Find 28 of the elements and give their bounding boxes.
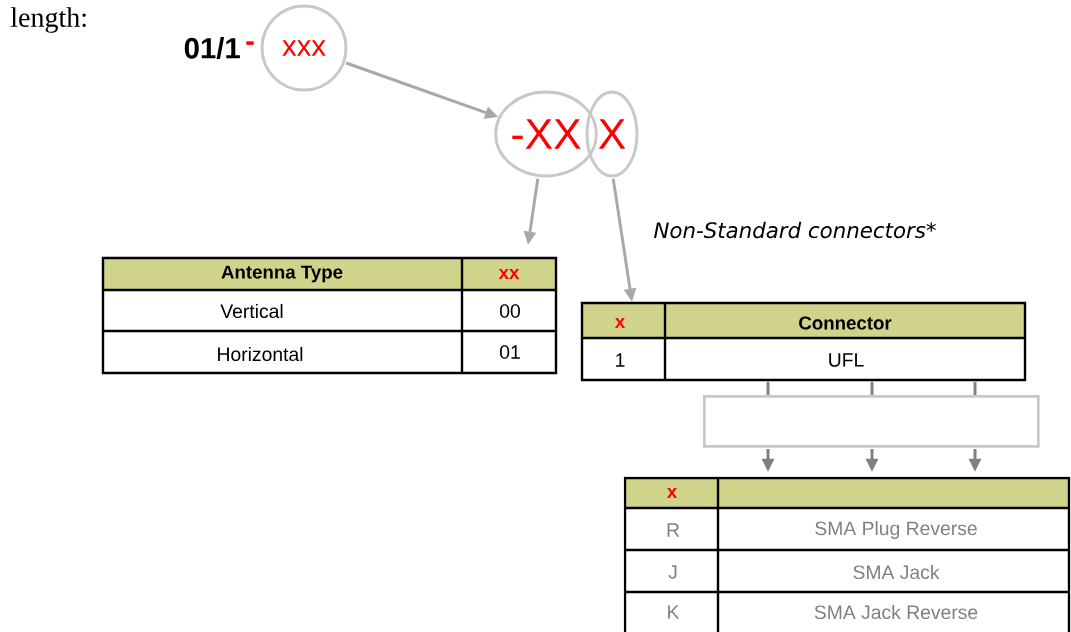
table-entry: Vertical — [220, 303, 283, 319]
table-entry: 00 — [500, 304, 520, 318]
table-entry: 1 — [616, 353, 625, 367]
code-text: - — [246, 41, 254, 45]
table-entry: UFL — [829, 353, 864, 367]
note-text: Non-Standard connectors* — [654, 221, 936, 239]
connector-line — [766, 381, 770, 395]
table-header: x — [666, 488, 678, 498]
data-table — [101, 256, 558, 375]
table-entry: J — [668, 565, 677, 579]
table-header: x — [614, 318, 626, 328]
table-header: Connector — [799, 316, 892, 330]
table-entry: 01 — [500, 345, 520, 359]
label-text: length: — [10, 7, 86, 33]
table-entry: Horizontal — [218, 346, 303, 362]
data-table — [580, 301, 1027, 382]
table-entry: SMA Plug Reverse — [815, 521, 977, 539]
table-header: xx — [498, 269, 520, 279]
connector-line — [973, 381, 977, 395]
table-entry: SMA Jack Reverse — [814, 604, 978, 620]
empty-box — [703, 395, 1040, 448]
table-entry: K — [668, 605, 680, 619]
code-text: 01/1 — [184, 37, 240, 59]
table-header: Antenna Type — [221, 265, 343, 283]
table-entry: SMA Jack — [853, 564, 940, 580]
data-table — [623, 476, 1071, 632]
connector-line — [870, 381, 874, 395]
table-entry: R — [667, 523, 680, 537]
